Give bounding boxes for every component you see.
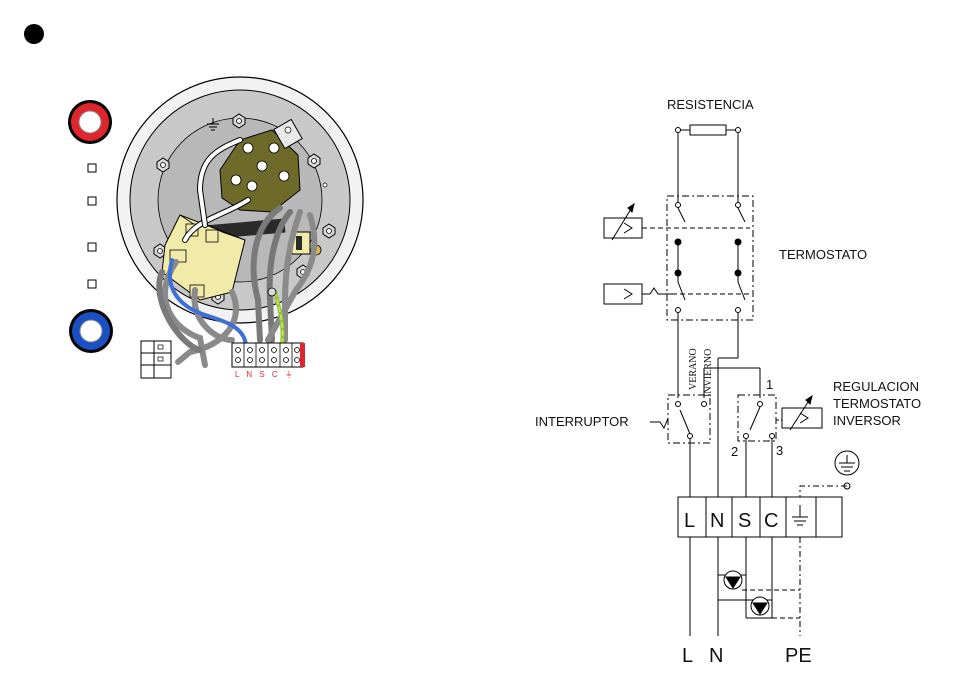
terminal-N: N	[710, 510, 724, 532]
blue-indicator-icon	[69, 309, 113, 353]
terminal-C: C	[764, 510, 778, 532]
black-dot-icon	[24, 24, 44, 44]
pump-icon	[750, 596, 770, 616]
label-resistencia: RESISTENCIA	[667, 97, 754, 112]
contact-label-1: 1	[766, 377, 773, 392]
resistor-icon	[675, 124, 741, 136]
thermostat-limit-sensor-icon	[603, 283, 672, 305]
wires	[156, 137, 318, 368]
terminal-L: L	[684, 510, 695, 532]
ground-icon	[834, 450, 860, 476]
bottom-label-L: L	[682, 645, 693, 667]
bottom-label-N: N	[709, 645, 723, 667]
label-inversor: INVERSOR	[833, 413, 901, 428]
small-square-icon	[87, 196, 97, 206]
label-regulacion: REGULACION	[833, 379, 919, 394]
pump-icon	[723, 570, 743, 590]
small-square-icon	[87, 242, 97, 252]
regulacion-sensor-icon	[781, 394, 823, 431]
terminal-S: S	[738, 510, 751, 532]
red-indicator-icon	[68, 100, 112, 144]
small-square-icon	[87, 279, 97, 289]
connector-block	[140, 340, 172, 379]
terminal-strip-marks: L N S C ⏚	[235, 370, 295, 379]
small-square-icon	[87, 163, 97, 173]
olive-board	[219, 118, 303, 213]
thermostat-box	[666, 195, 754, 321]
regulacion-box	[737, 394, 777, 442]
thermostat-sensor-icon	[603, 202, 643, 241]
label-interruptor: INTERRUPTOR	[535, 414, 629, 429]
label-regulacion-termostato: TERMOSTATO	[833, 396, 921, 411]
label-verano: VERANO	[688, 348, 699, 390]
label-invierno: INVIERNO	[703, 349, 714, 397]
contact-label-2: 2	[731, 444, 738, 459]
label-termostato: TERMOSTATO	[779, 247, 867, 262]
bottom-label-PE: PE	[785, 645, 812, 667]
contact-label-3: 3	[776, 443, 783, 458]
terminal-strip: L N S C ⏚	[231, 342, 305, 379]
